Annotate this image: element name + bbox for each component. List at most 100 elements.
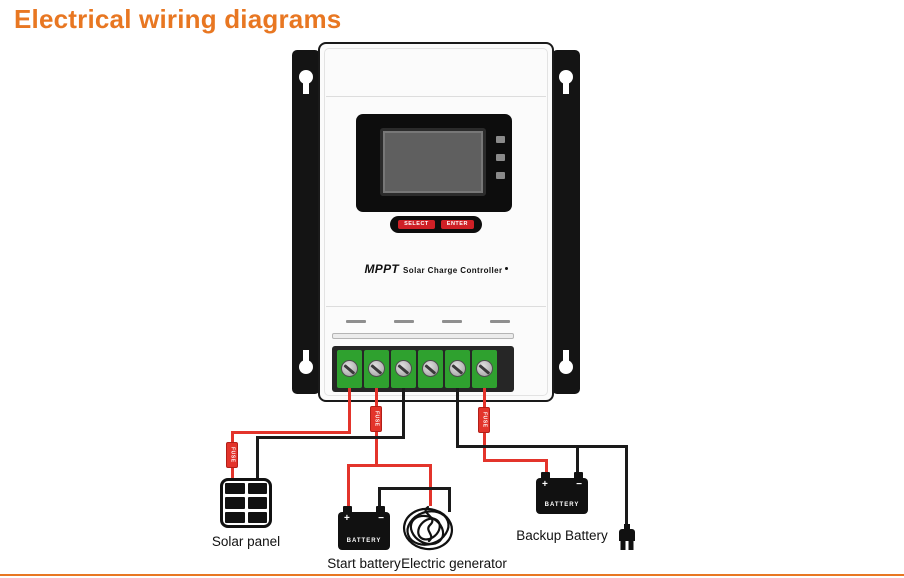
minus-sign: − [378, 513, 384, 524]
solar-cell [225, 483, 245, 495]
label-start-battery: Start battery [327, 556, 401, 571]
fuse-label: FUSE [481, 412, 488, 428]
button-bar: SELECT ENTER [390, 216, 482, 233]
solar-cell [225, 497, 245, 509]
screw-slot [424, 363, 437, 374]
wire-pv-minus-to-panel [256, 436, 259, 480]
terminal-screw [476, 360, 493, 377]
minus-sign: − [576, 479, 582, 490]
label-solar-panel: Solar panel [211, 534, 281, 549]
screw-slot [343, 363, 356, 374]
select-button: SELECT [398, 219, 435, 230]
keyhole-circle [559, 360, 573, 374]
vent-slot [394, 320, 414, 323]
keyhole-circle [559, 70, 573, 84]
pv-status-icon [496, 136, 505, 143]
battery-status-icon [496, 154, 505, 161]
mounting-bracket-right [552, 50, 580, 394]
terminal-5 [445, 350, 470, 388]
wire-startbatt-plus-across [347, 464, 432, 467]
terminal-cover-seam [332, 333, 514, 339]
wire-to-backupbatt-minus [576, 445, 579, 475]
faceplate-seam [326, 96, 546, 97]
keyhole-slot [563, 80, 569, 94]
wire-pv-plus-to-fuse [231, 431, 234, 442]
solar-cell [247, 483, 267, 495]
wire-backupbatt-plus-across [483, 459, 548, 462]
label-backup-battery: Backup Battery [516, 528, 608, 543]
wire-startbatt-generator-link [378, 487, 451, 490]
solar-panel-icon [220, 478, 272, 528]
enter-button: ENTER [440, 219, 474, 230]
vent-slot [442, 320, 462, 323]
solar-cell [247, 511, 267, 523]
plus-sign: + [542, 479, 548, 490]
keyhole-circle [299, 70, 313, 84]
terminal-screw [422, 360, 439, 377]
device-name: Solar Charge Controller [403, 266, 503, 275]
keyhole-slot [563, 350, 569, 364]
terminal-pv-plus [337, 350, 362, 388]
wire-to-generator-plus [429, 464, 432, 506]
fuse-pv: FUSE [226, 442, 238, 468]
vent-slot [346, 320, 366, 323]
terminal-screw [449, 360, 466, 377]
wire-to-startbatt-minus [378, 487, 381, 509]
mounting-bracket-left [292, 50, 320, 394]
wire-to-generator-minus [448, 487, 451, 512]
battery-terminal-plus [343, 506, 352, 513]
terminal-4 [418, 350, 443, 388]
keyhole-slot [303, 350, 309, 364]
wire-backupbatt-minus-down [456, 388, 459, 448]
wire-pv-minus-down [402, 388, 405, 439]
status-icons [496, 136, 505, 179]
terminal-screw [395, 360, 412, 377]
led-dot [504, 267, 508, 271]
screw-slot [370, 363, 383, 374]
wire-backupbatt-plus-down [483, 388, 486, 407]
screw-slot [397, 363, 410, 374]
screw-slot [478, 363, 491, 374]
brand-text: MPPT [364, 262, 400, 276]
fuse-label: FUSE [373, 411, 380, 427]
wire-to-backupbatt-plus [545, 459, 548, 475]
terminal-6 [472, 350, 497, 388]
wire-to-startbatt-plus [347, 464, 350, 508]
battery-terminal-plus [541, 472, 550, 479]
start-battery-icon: + − BATTERY [338, 506, 390, 550]
fuse-start-battery: FUSE [370, 406, 382, 432]
terminal-block [332, 346, 514, 392]
fuse-backup-battery: FUSE [478, 407, 490, 433]
wire-pv-plus-across [231, 431, 351, 434]
plus-sign: + [344, 513, 350, 524]
terminal-screw [368, 360, 385, 377]
wire-pv-plus-down [348, 388, 351, 434]
wire-pv-minus-across [256, 436, 405, 439]
faceplate-frame [324, 48, 548, 396]
fuse-label: FUSE [229, 447, 236, 463]
load-status-icon [496, 172, 505, 179]
wire-to-connector [625, 445, 628, 528]
wire-pv-plus-to-panel [231, 466, 234, 480]
battery-terminal-minus [376, 506, 385, 513]
backup-battery-icon: + − BATTERY [536, 472, 588, 514]
terminal-2 [364, 350, 389, 388]
lcd-screen [380, 128, 486, 196]
battery-text: BATTERY [544, 502, 580, 508]
faceplate-seam [326, 306, 546, 307]
wire-startbatt-plus-down [375, 388, 378, 406]
page-title: Electrical wiring diagrams [14, 4, 342, 34]
footer-rule [0, 574, 904, 576]
display-bezel [356, 114, 512, 212]
wire-backupbatt-minus-across [456, 445, 628, 448]
terminal-3 [391, 350, 416, 388]
vent-slot [490, 320, 510, 323]
plug-icon [619, 524, 635, 550]
keyhole-circle [299, 360, 313, 374]
battery-terminal-minus [574, 472, 583, 479]
keyhole-slot [303, 80, 309, 94]
wire-startbatt-plus-below-fuse [375, 430, 378, 467]
